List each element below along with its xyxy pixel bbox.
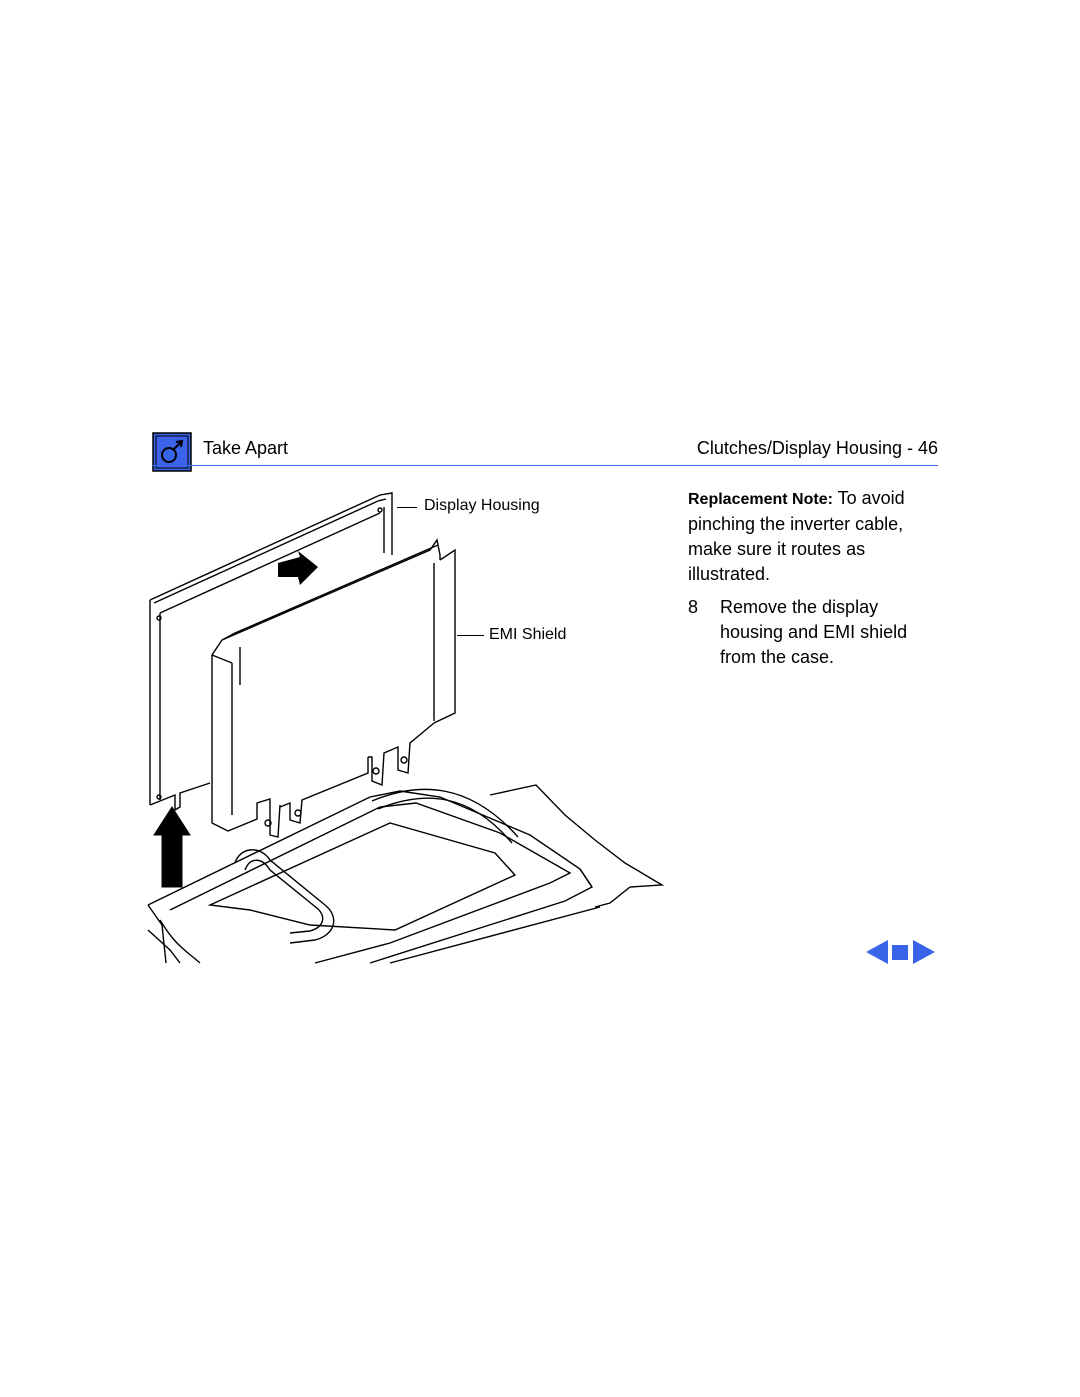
stop-icon[interactable] bbox=[892, 940, 908, 964]
section-title: Take Apart bbox=[203, 438, 289, 458]
step-text: Remove the display housing and EMI shiel… bbox=[720, 597, 908, 667]
step-number: 8 bbox=[688, 597, 699, 617]
emi-shield-callout: EMI Shield bbox=[489, 626, 567, 643]
take-apart-icon bbox=[152, 432, 192, 472]
display-housing-illustration bbox=[147, 492, 665, 964]
replacement-note: Replacement Note: To avoid pinching the … bbox=[688, 486, 938, 587]
page-header: Take Apart Clutches/Display Housing - 46 bbox=[152, 432, 938, 472]
replacement-note-label: Replacement Note: bbox=[688, 491, 833, 508]
prev-page-icon[interactable] bbox=[866, 940, 888, 964]
replacement-note-text: To avoid pinching the inverter cable, ma… bbox=[688, 488, 905, 584]
display-housing-leader bbox=[397, 507, 417, 508]
emi-shield-leader bbox=[457, 635, 484, 636]
page-navigation bbox=[866, 940, 936, 964]
header-divider bbox=[152, 465, 938, 466]
display-housing-callout: Display Housing bbox=[424, 497, 540, 514]
page-title: Clutches/Display Housing - 46 bbox=[696, 438, 938, 458]
next-page-icon[interactable] bbox=[913, 940, 935, 964]
